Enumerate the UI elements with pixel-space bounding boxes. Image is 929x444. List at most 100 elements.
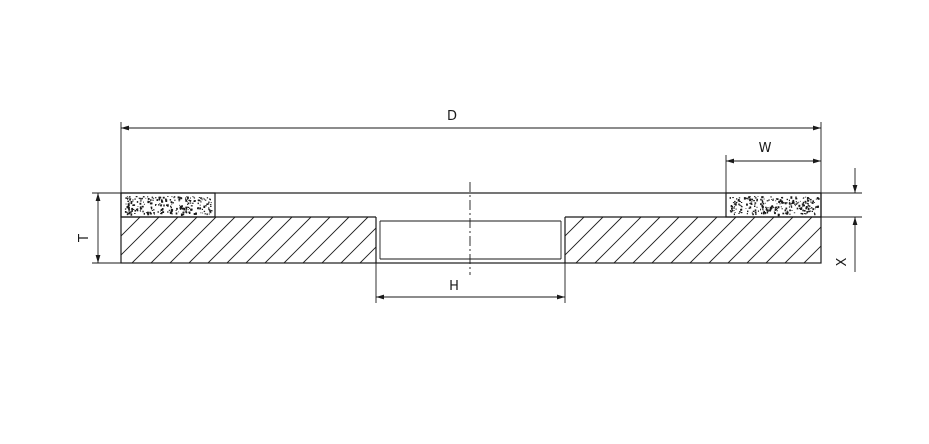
grit-speck [767, 211, 769, 213]
grit-speck [751, 201, 753, 202]
grit-speck [785, 212, 787, 214]
grit-speck [735, 201, 738, 203]
grit-speck [805, 196, 807, 198]
grit-speck [151, 208, 153, 210]
grit-speck [199, 208, 201, 210]
grit-speck [789, 204, 791, 206]
grit-speck [187, 209, 189, 210]
grit-speck [808, 208, 810, 210]
grit-speck [786, 210, 789, 212]
grit-speck [206, 213, 208, 216]
grit-speck [147, 198, 150, 200]
grit-speck [186, 198, 188, 201]
grit-speck [197, 199, 199, 201]
grit-speck [751, 212, 753, 214]
grit-speck [784, 209, 786, 212]
grit-speck [193, 196, 195, 198]
grit-speck [738, 212, 740, 214]
hatch-line [575, 217, 623, 263]
grit-speck [197, 207, 199, 209]
grit-speck [127, 197, 129, 200]
grit-speck [167, 196, 169, 197]
grit-speck [772, 198, 774, 200]
grit-speck [178, 198, 181, 201]
hatch-line [379, 217, 425, 263]
dimension-w: W [725, 141, 821, 193]
grit-speck [751, 198, 754, 201]
grit-speck [162, 196, 165, 199]
grit-speck [733, 207, 735, 209]
grit-speck [734, 200, 736, 203]
grit-speck [761, 199, 763, 201]
grit-speck [782, 212, 785, 215]
grit-speck [810, 201, 812, 203]
grit-speck [187, 211, 189, 213]
grit-speck [140, 198, 142, 199]
grit-speck [192, 196, 194, 198]
grit-speck [157, 211, 159, 213]
grit-speck [795, 197, 798, 200]
grit-speck [167, 203, 169, 206]
grit-speck [203, 205, 206, 208]
grit-speck [201, 199, 203, 201]
grit-speck [174, 199, 176, 201]
grit-speck [762, 209, 764, 211]
grit-speck [808, 197, 810, 199]
grit-speck [171, 196, 173, 198]
grit-speck [813, 202, 815, 203]
grit-speck [812, 200, 814, 203]
grit-speck [126, 196, 128, 198]
grit-speck [795, 196, 797, 199]
grit-speck [160, 210, 161, 212]
grit-speck [765, 206, 767, 208]
grit-speck [137, 206, 139, 207]
grit-speck [190, 205, 193, 207]
grit-speck [730, 211, 733, 213]
grit-speck [732, 202, 735, 203]
grit-speck [187, 202, 190, 205]
grit-speck [731, 207, 733, 210]
grit-speck [804, 200, 807, 203]
grit-speck [210, 202, 212, 204]
grit-speck [145, 212, 148, 214]
grit-speck [206, 203, 209, 205]
grit-speck [799, 200, 801, 202]
grit-speck [761, 205, 764, 207]
grit-speck [208, 201, 210, 203]
dimension-d: D [120, 109, 822, 193]
grit-speck [131, 209, 133, 212]
grit-speck [788, 206, 790, 208]
grit-speck [197, 202, 199, 205]
grit-speck [790, 203, 793, 205]
grit-speck [757, 210, 759, 212]
grit-speck [756, 206, 758, 208]
grit-speck [209, 210, 212, 213]
grit-speck [203, 210, 205, 212]
grit-speck [752, 213, 754, 216]
grit-speck [135, 196, 138, 198]
grit-speck [745, 208, 747, 209]
grit-speck [771, 205, 773, 207]
grit-speck [126, 213, 129, 216]
grit-speck [138, 197, 141, 199]
grit-speck [149, 201, 151, 203]
hatch-line [169, 217, 217, 263]
hatch-line [784, 217, 821, 263]
grit-speck [142, 210, 144, 213]
hatch-line [302, 217, 350, 263]
grit-speck [139, 202, 142, 205]
grit-speck [761, 201, 764, 203]
grit-speck [793, 201, 795, 204]
grit-speck [791, 201, 794, 204]
grit-speck [131, 208, 134, 211]
grit-speck [192, 202, 194, 204]
grit-speck [125, 197, 127, 199]
grit-speck [209, 209, 211, 211]
grit-speck [803, 204, 805, 207]
grit-speck [733, 203, 736, 205]
grit-speck [786, 213, 787, 215]
grit-speck [740, 202, 743, 203]
hatch-line [565, 217, 604, 263]
grit-speck [189, 201, 191, 203]
